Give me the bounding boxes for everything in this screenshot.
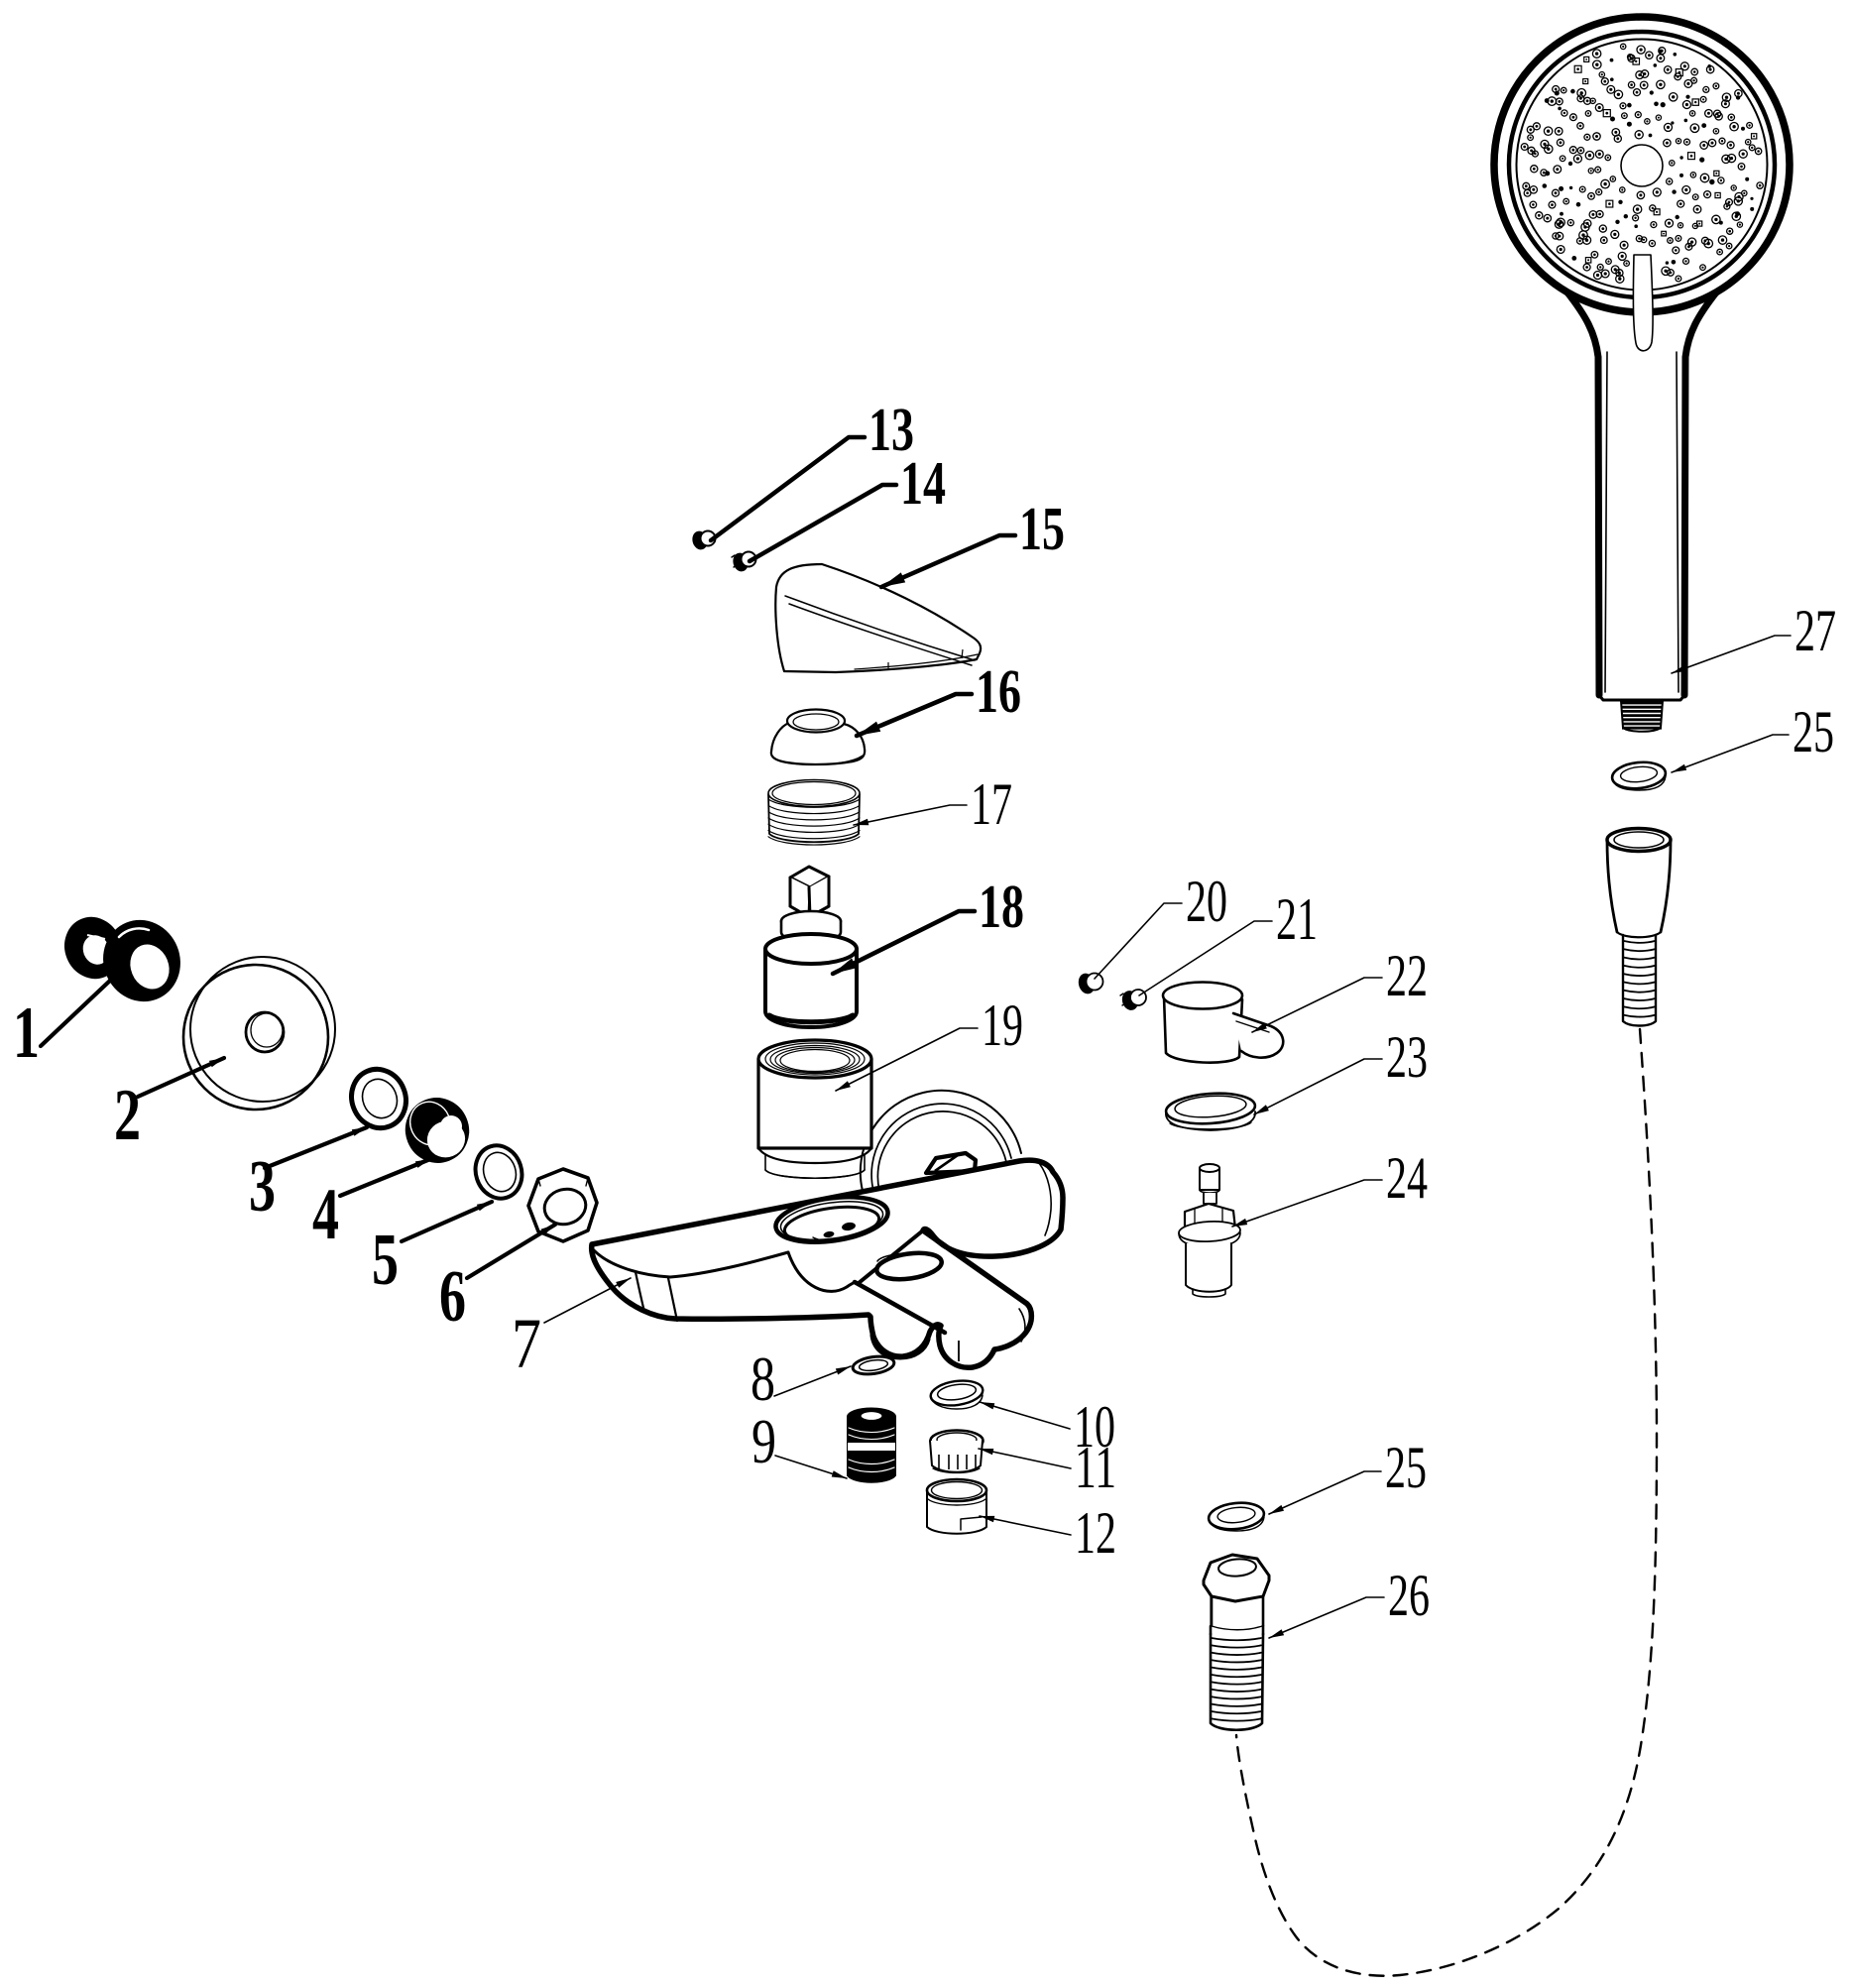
- svg-text:19: 19: [982, 993, 1023, 1058]
- svg-text:25: 25: [1385, 1435, 1427, 1500]
- svg-text:15: 15: [1019, 496, 1065, 563]
- svg-text:3: 3: [249, 1146, 276, 1228]
- svg-text:10: 10: [1074, 1394, 1115, 1460]
- svg-text:20: 20: [1186, 869, 1227, 934]
- svg-text:17: 17: [971, 771, 1012, 837]
- svg-text:21: 21: [1276, 886, 1318, 952]
- svg-text:2: 2: [114, 1075, 141, 1156]
- svg-text:4: 4: [312, 1174, 339, 1255]
- svg-text:7: 7: [512, 1304, 541, 1383]
- svg-text:8: 8: [751, 1344, 775, 1414]
- svg-text:13: 13: [868, 397, 914, 464]
- svg-text:25: 25: [1793, 699, 1834, 764]
- svg-text:24: 24: [1386, 1145, 1428, 1211]
- svg-text:9: 9: [752, 1406, 776, 1476]
- svg-text:23: 23: [1386, 1024, 1428, 1090]
- svg-text:1: 1: [13, 993, 40, 1074]
- svg-text:26: 26: [1388, 1563, 1430, 1628]
- svg-text:6: 6: [439, 1256, 466, 1338]
- svg-text:11: 11: [1075, 1435, 1116, 1500]
- svg-text:16: 16: [976, 658, 1021, 726]
- svg-text:18: 18: [979, 874, 1024, 941]
- svg-text:14: 14: [900, 450, 946, 518]
- svg-text:22: 22: [1386, 943, 1428, 1008]
- svg-text:12: 12: [1075, 1500, 1116, 1566]
- svg-text:27: 27: [1794, 598, 1836, 663]
- svg-text:5: 5: [372, 1220, 399, 1301]
